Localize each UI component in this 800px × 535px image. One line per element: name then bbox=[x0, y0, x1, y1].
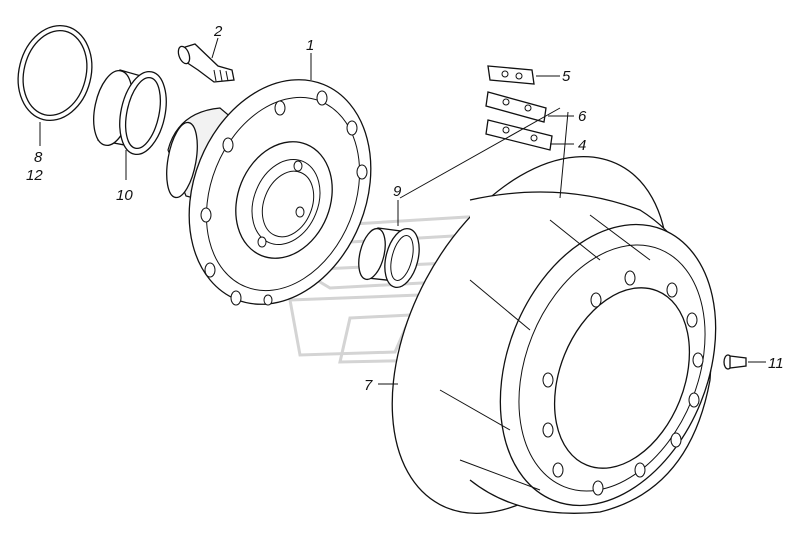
part-screw bbox=[723, 354, 747, 370]
leader-lines bbox=[39, 37, 766, 385]
callout-2: 2 bbox=[213, 23, 223, 40]
callout-6: 6 bbox=[578, 108, 587, 125]
part-inner-ring bbox=[358, 227, 420, 289]
callout-8: 8 bbox=[34, 149, 43, 166]
callout-7: 7 bbox=[364, 377, 373, 394]
callout-10: 10 bbox=[116, 187, 133, 204]
callout-11: 11 bbox=[768, 355, 784, 372]
part-brake-drum bbox=[391, 156, 717, 514]
callout-4: 4 bbox=[578, 137, 586, 154]
callout-9: 9 bbox=[393, 183, 402, 200]
callout-1: 1 bbox=[306, 37, 314, 54]
part-wheel-stud bbox=[177, 43, 235, 83]
callout-5: 5 bbox=[562, 68, 571, 85]
callout-labels: 1 2 4 5 6 7 8 9 10 11 12 bbox=[26, 23, 784, 394]
callout-12: 12 bbox=[26, 167, 43, 184]
part-plates bbox=[485, 65, 553, 151]
part-ring bbox=[17, 24, 93, 122]
part-wheel-hub bbox=[166, 79, 372, 306]
part-bearing-race bbox=[93, 69, 167, 155]
